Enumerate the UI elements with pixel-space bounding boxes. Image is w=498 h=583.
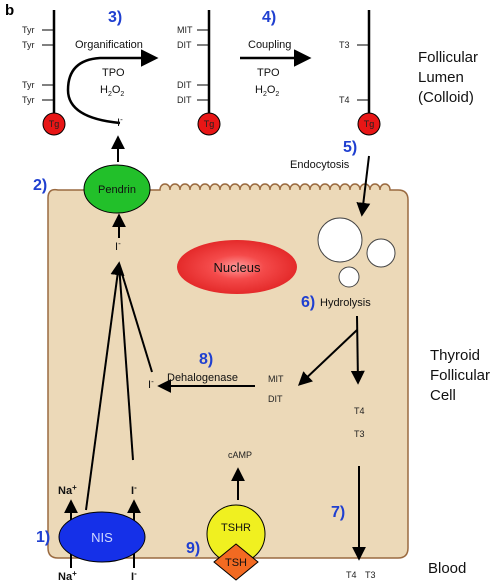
iodide-path-from-nis-2 bbox=[118, 263, 134, 461]
tg-label-2: Tg bbox=[204, 119, 215, 129]
organification-label: Organification bbox=[75, 39, 143, 51]
tyr-label-4: Tyr bbox=[22, 95, 35, 105]
t3-label-top: T3 bbox=[339, 40, 350, 50]
step-9: 9) bbox=[186, 540, 200, 557]
cell-label-1: Thyroid bbox=[430, 347, 480, 364]
t4-label-cell: T4 bbox=[354, 406, 365, 416]
tyr-label-3: Tyr bbox=[22, 80, 35, 90]
dit-label-top-3: DIT bbox=[177, 95, 192, 105]
cell-label-2: Follicular bbox=[430, 367, 490, 384]
iodide-lumen: I- bbox=[117, 115, 123, 129]
t3-label-cell: T3 bbox=[354, 429, 365, 439]
camp-label: cAMP bbox=[228, 450, 252, 460]
tsh-label: TSH bbox=[225, 557, 247, 569]
lumen-label-3: (Colloid) bbox=[418, 89, 474, 106]
mit-label-top: MIT bbox=[177, 25, 193, 35]
dit-label-top-2: DIT bbox=[177, 80, 192, 90]
h2o2-label-1: H2O2 bbox=[100, 84, 124, 98]
thyroglobulin-chain-2 bbox=[197, 10, 211, 114]
step-5: 5) bbox=[343, 139, 357, 156]
tyr-label-1: Tyr bbox=[22, 25, 35, 35]
iodide-in-cell: I- bbox=[131, 483, 137, 497]
t3-label-blood: T3 bbox=[365, 570, 376, 580]
iodide-recycled: I- bbox=[148, 377, 154, 391]
step-8: 8) bbox=[199, 351, 213, 368]
tsh-hormone bbox=[213, 543, 259, 581]
pendrin-label: Pendrin bbox=[98, 184, 136, 196]
thyroglobulin-chain-1 bbox=[42, 10, 56, 114]
step-7: 7) bbox=[331, 504, 345, 521]
hydrolysis-arrow-mit-dit bbox=[297, 329, 358, 386]
dit-label-cell: DIT bbox=[268, 394, 283, 404]
thyroid-follicular-cell bbox=[47, 183, 409, 559]
mit-label-cell: MIT bbox=[268, 374, 284, 384]
endocytosis-label: Endocytosis bbox=[290, 159, 350, 171]
step-4: 4) bbox=[262, 9, 276, 26]
hydrolysis-arrow-down bbox=[350, 315, 365, 385]
step-1: 1) bbox=[36, 529, 50, 546]
t4-label-top: T4 bbox=[339, 95, 350, 105]
pendrin-transporter bbox=[83, 164, 151, 214]
nucleus bbox=[177, 240, 297, 294]
lumen-label-2: Lumen bbox=[418, 69, 464, 86]
tpo-label-2: TPO bbox=[257, 67, 280, 79]
colloid-vesicle-small bbox=[338, 266, 360, 288]
tshr-label: TSHR bbox=[221, 522, 251, 534]
organification-arrow bbox=[66, 49, 159, 125]
coupling-label: Coupling bbox=[248, 39, 291, 51]
tg-badge-3 bbox=[357, 112, 381, 136]
tg-label-3: Tg bbox=[364, 119, 375, 129]
sodium-blood: Na+ bbox=[58, 569, 77, 583]
iodide-below-pendrin: I- bbox=[115, 239, 121, 253]
iodide-blood: I- bbox=[131, 569, 137, 583]
panel-letter: b bbox=[5, 2, 14, 19]
lumen-label-1: Follicular bbox=[418, 49, 478, 66]
tg-label-1: Tg bbox=[49, 119, 60, 129]
dit-label-top-1: DIT bbox=[177, 40, 192, 50]
tpo-label-1: TPO bbox=[102, 67, 125, 79]
step-6: 6) bbox=[301, 294, 315, 311]
step-3: 3) bbox=[108, 9, 122, 26]
step-2: 2) bbox=[33, 177, 47, 194]
tg-badge-1 bbox=[42, 112, 66, 136]
iodide-path-from-nis bbox=[85, 261, 125, 511]
recycled-iodide-path bbox=[118, 263, 153, 373]
h2o2-label-2: H2O2 bbox=[255, 84, 279, 98]
hydrolysis-label: Hydrolysis bbox=[320, 297, 371, 309]
tyr-label-2: Tyr bbox=[22, 40, 35, 50]
colloid-vesicle-large bbox=[317, 217, 363, 263]
thyroglobulin-chain-3 bbox=[357, 10, 371, 114]
t4-label-blood: T4 bbox=[346, 570, 357, 580]
tg-badge-2 bbox=[197, 112, 221, 136]
blood-label: Blood bbox=[428, 560, 466, 577]
dehalogenase-label: Dehalogenase bbox=[167, 372, 238, 384]
sodium-in: Na+ bbox=[58, 483, 77, 497]
colloid-vesicle-medium bbox=[366, 238, 396, 268]
endocytosis-arrow bbox=[356, 155, 371, 217]
nis-transporter bbox=[58, 511, 146, 563]
nis-label: NIS bbox=[91, 530, 113, 545]
nucleus-label: Nucleus bbox=[214, 260, 261, 275]
cell-label-3: Cell bbox=[430, 387, 456, 404]
